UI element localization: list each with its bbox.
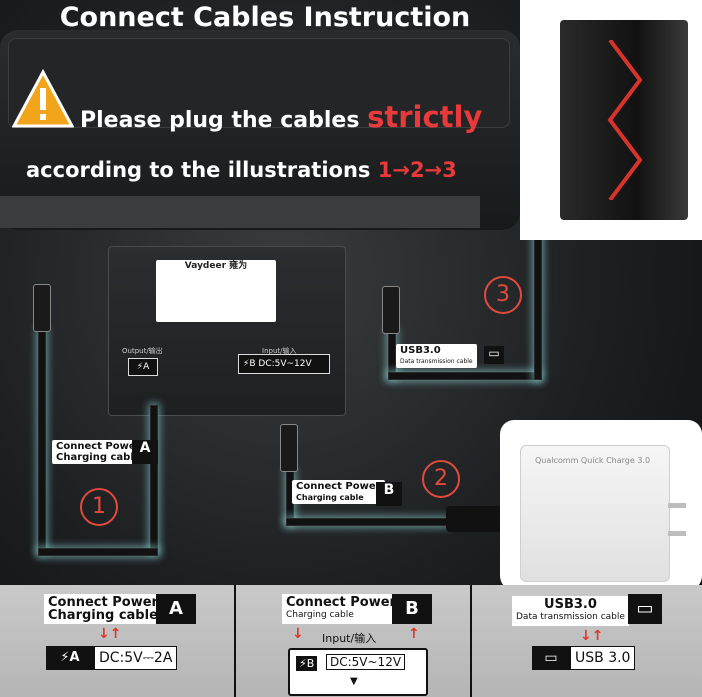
cable-1-line2: Charging cable bbox=[56, 452, 141, 463]
step-2-number: 2 bbox=[422, 460, 460, 498]
cable-3-line2: Data transmission cable bbox=[400, 358, 473, 365]
legend-a-line1: Connect Power bbox=[48, 595, 158, 610]
usb-c-connector-1[interactable] bbox=[33, 284, 51, 332]
bolt-b-icon: ⚡B bbox=[296, 656, 318, 671]
legend-c-line1: USB3.0 bbox=[544, 597, 597, 612]
legend-b-port: DC:5V~12V bbox=[326, 654, 406, 670]
legend-c-monitor-icon: ▭ bbox=[628, 594, 662, 624]
wall-charger: Qualcomm Quick Charge 3.0 bbox=[520, 445, 670, 582]
hub-module bbox=[108, 246, 346, 416]
legend-divider-1 bbox=[234, 585, 236, 697]
cable-1-left bbox=[38, 330, 46, 552]
charger-prong-top bbox=[668, 503, 686, 508]
cable-3-horizontal bbox=[388, 372, 540, 380]
legend-b-line2: Charging cable bbox=[286, 610, 354, 620]
step-1-number: 1 bbox=[80, 488, 118, 526]
cable-1-line1: Connect Power bbox=[56, 441, 141, 452]
legend-b-input-label: Input/输入 bbox=[322, 632, 377, 645]
legend-a-line2: Charging cable bbox=[48, 608, 158, 623]
hub-top-panel bbox=[8, 38, 510, 128]
port-glyph-a: A bbox=[143, 362, 150, 372]
arrow-down-icon: ↓ bbox=[292, 626, 304, 642]
pc-red-accent-icon bbox=[607, 40, 643, 200]
warning-emphasis: strictly bbox=[367, 100, 483, 134]
triangle-down-icon: ▼ bbox=[350, 676, 358, 687]
hub-front-strip bbox=[0, 196, 480, 228]
warning-icon bbox=[11, 68, 75, 130]
cable-2-line1: Connect Power bbox=[296, 481, 381, 492]
bolt-a-icon: ⚡A bbox=[46, 646, 94, 670]
legend-a-port: DC:5V⎓2A bbox=[94, 646, 178, 670]
cable-3-vertical bbox=[388, 330, 396, 378]
cable-3-line1: USB3.0 bbox=[400, 345, 441, 356]
sequence-text: 1→2→3 bbox=[377, 158, 457, 182]
cable-1-bottom bbox=[38, 548, 158, 556]
cable-3-tag: USB3.0 Data transmission cable bbox=[396, 344, 477, 368]
pc-tower bbox=[560, 20, 688, 220]
usb-c-connector-2[interactable] bbox=[280, 424, 298, 472]
glyph-a-icon: A bbox=[132, 440, 158, 464]
arrow-up-icon: ↑ bbox=[408, 626, 420, 642]
legend-b-line1: Connect Power bbox=[286, 595, 396, 610]
warning-line-1: Please plug the cables strictly bbox=[80, 100, 482, 134]
cable-1-tag: Connect Power Charging cable bbox=[52, 440, 145, 464]
output-label: Output/输出 bbox=[122, 347, 163, 355]
charger-brand: Qualcomm Quick Charge 3.0 bbox=[535, 456, 651, 465]
legend-c-tag: USB3.0 Data transmission cable bbox=[512, 596, 629, 626]
warning-line-2: according to the illustrations 1→2→3 bbox=[26, 158, 457, 182]
product-label: Vaydeer 雍为 bbox=[156, 260, 276, 322]
input-port-b[interactable]: ⚡B DC:5V~12V bbox=[238, 354, 330, 374]
input-label: Input/输入 bbox=[262, 347, 297, 355]
legend-a-tag: Connect Power Charging cable bbox=[44, 594, 162, 624]
brand-name-cn: 雍为 bbox=[229, 261, 248, 271]
bolt-icon: ⚡ bbox=[243, 359, 250, 369]
legend-c-small-monitor-icon: ▭ bbox=[532, 646, 570, 670]
warning-text-2: according to the illustrations bbox=[26, 158, 378, 182]
cable-2-tag: Connect Power Charging cable bbox=[292, 480, 385, 504]
cable-2-horizontal bbox=[286, 518, 448, 526]
port-glyph-b: B bbox=[249, 359, 256, 369]
output-port-a[interactable]: ⚡A bbox=[128, 358, 158, 376]
monitor-icon: ▭ bbox=[484, 346, 504, 364]
arrow-down-up-icon-c: ↓↑ bbox=[580, 628, 604, 644]
cable-2-line2: Charging cable bbox=[296, 493, 364, 502]
legend-divider-2 bbox=[470, 585, 472, 697]
arrow-down-up-icon: ↓↑ bbox=[98, 626, 122, 642]
legend-a-glyph-icon: A bbox=[156, 594, 196, 624]
legend-b-port-frame: ⚡B DC:5V~12V ▼ bbox=[288, 648, 428, 696]
glyph-b-icon: B bbox=[376, 482, 402, 506]
legend-c-port: USB 3.0 bbox=[570, 646, 636, 670]
legend-b-glyph-icon: B bbox=[392, 594, 432, 624]
step-3-number: 3 bbox=[484, 276, 522, 314]
warning-text: Please plug the cables bbox=[80, 108, 368, 133]
brand-name: Vaydeer bbox=[184, 261, 227, 271]
cable-1-right bbox=[150, 405, 158, 552]
page-title: Connect Cables Instruction bbox=[59, 2, 471, 33]
charger-prong-bottom bbox=[668, 531, 686, 536]
legend-c-line2: Data transmission cable bbox=[516, 612, 625, 622]
input-port-text: DC:5V~12V bbox=[258, 359, 312, 369]
bolt-icon: ⚡ bbox=[136, 362, 144, 372]
usb-c-connector-3[interactable] bbox=[382, 286, 400, 334]
legend-b-tag: Connect Power Charging cable bbox=[282, 594, 400, 624]
